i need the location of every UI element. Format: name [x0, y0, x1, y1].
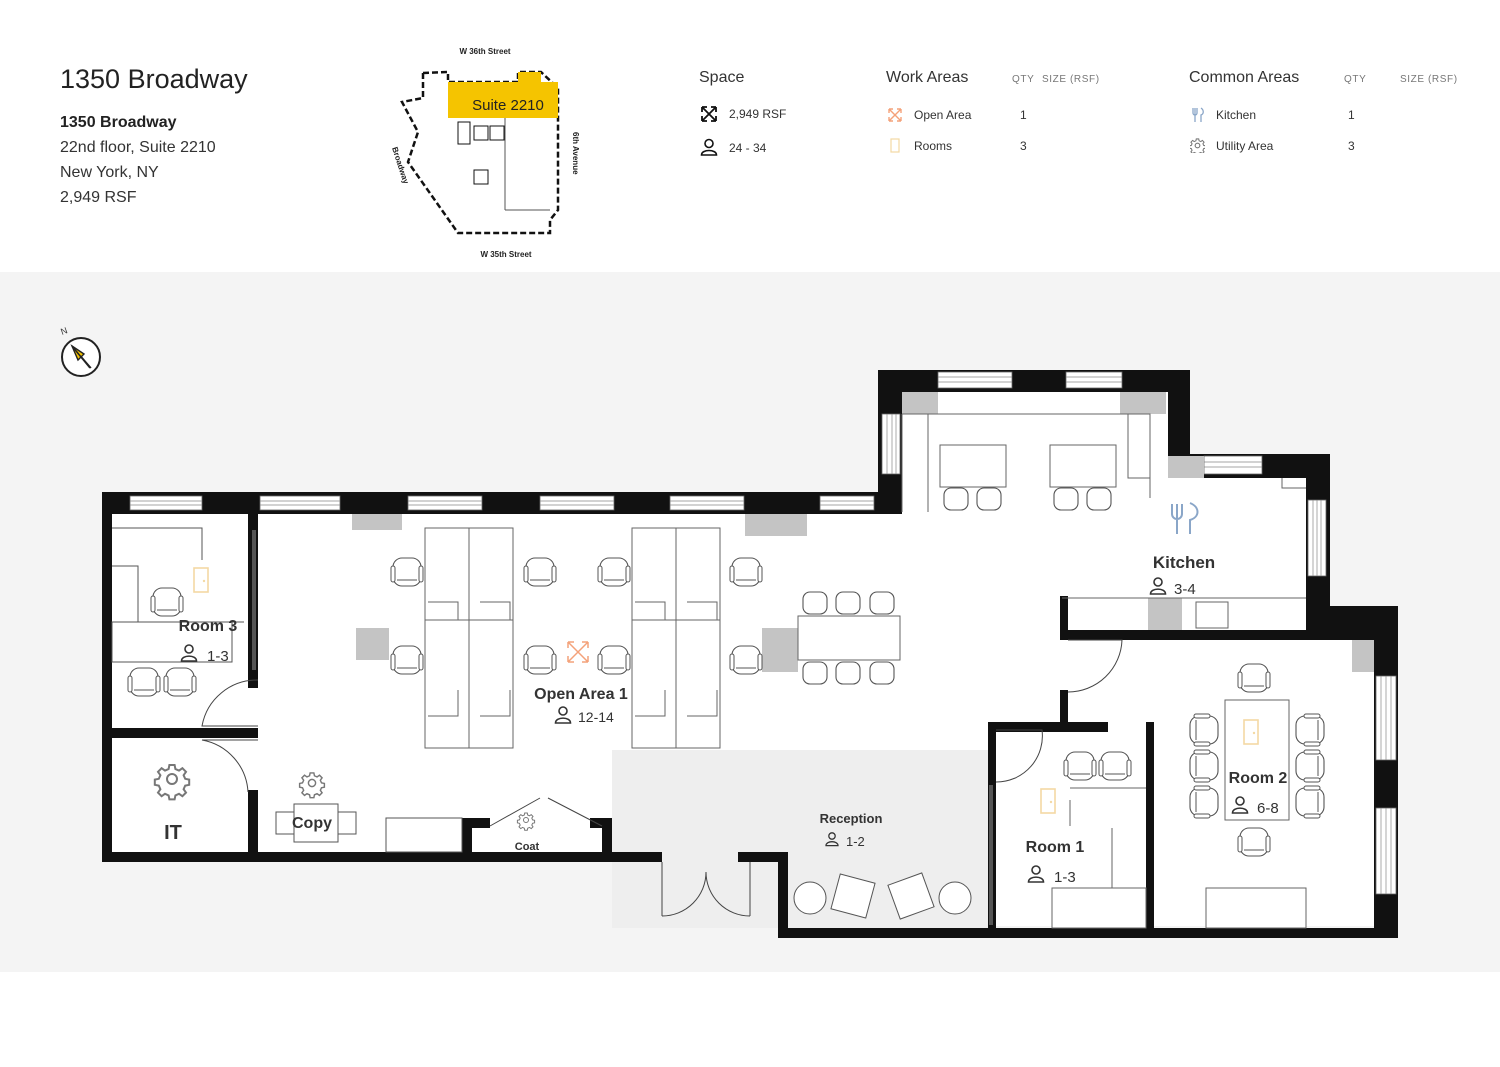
- address-name: 1350 Broadway: [60, 114, 177, 131]
- open-area-icon-plan: [567, 641, 589, 663]
- coat-label: Coat: [515, 841, 540, 853]
- copy-label: Copy: [292, 815, 332, 832]
- common-areas-title: Common Areas: [1189, 69, 1300, 86]
- address-size: 2,949 RSF: [60, 189, 137, 206]
- fork-knife-icon: [1192, 107, 1204, 122]
- south-street-label: W 35th Street: [480, 250, 531, 259]
- core-stair: [457, 121, 471, 145]
- page-title: 1350 Broadway: [60, 64, 248, 94]
- reception-label: Reception: [820, 811, 883, 826]
- room2-capacity: 6-8: [1257, 800, 1279, 817]
- room3-label: Room 3: [179, 618, 238, 635]
- common-kitchen-label: Kitchen: [1216, 108, 1257, 122]
- copy-area-furniture: [275, 803, 463, 853]
- kitchen-fork-knife-icon: [1171, 502, 1199, 534]
- footer-blank: [18, 972, 1500, 1067]
- common-kitchen-qty: 1: [1348, 108, 1355, 122]
- open-area-icon: [888, 108, 902, 122]
- core-elevator-2: [489, 125, 505, 141]
- door-swings: [201, 639, 1123, 917]
- common-utility-label: Utility Area: [1216, 139, 1274, 153]
- room2-label: Room 2: [1229, 770, 1288, 787]
- work-areas-qty-header: QTY: [1012, 74, 1035, 85]
- address-line1: 22nd floor, Suite 2210: [60, 139, 216, 156]
- it-label: IT: [164, 822, 182, 844]
- space-capacity: 24 - 34: [729, 141, 767, 155]
- kitchen-furniture: [901, 413, 1306, 629]
- work-areas-size-header: SIZE (RSF): [1042, 74, 1100, 85]
- common-utility-qty: 3: [1348, 139, 1355, 153]
- kitchen-capacity: 3-4: [1174, 581, 1196, 598]
- gear-icon: [1190, 138, 1205, 153]
- common-areas-size-header: SIZE (RSF): [1400, 74, 1458, 85]
- north-street-label: W 36th Street: [459, 47, 510, 56]
- work-areas-title: Work Areas: [886, 69, 969, 86]
- suite-label: Suite 2210: [472, 97, 544, 114]
- reception-furniture: [793, 872, 972, 920]
- common-areas-qty-header: QTY: [1344, 74, 1367, 85]
- glass-partitions: [252, 530, 993, 925]
- work-area-rooms-qty: 3: [1020, 139, 1027, 153]
- compass-icon: N: [59, 325, 101, 377]
- room3-furniture: [111, 527, 244, 697]
- work-area-open-qty: 1: [1020, 108, 1027, 122]
- core-stair-2: [473, 169, 489, 185]
- suite-highlight-notch: [518, 72, 541, 84]
- open-area-workstations: [390, 527, 901, 749]
- window-lines: [130, 376, 1392, 894]
- room1-capacity: 1-3: [1054, 869, 1076, 886]
- suite-highlight: [448, 82, 558, 118]
- building-key-plan: W 36th Street W 35th Street Broadway 6th…: [390, 47, 580, 259]
- room1-label: Room 1: [1026, 839, 1085, 856]
- reception-capacity: 1-2: [846, 834, 865, 849]
- door-icon: [890, 138, 900, 153]
- room3-capacity: 1-3: [207, 648, 229, 665]
- work-area-rooms-label: Rooms: [914, 139, 953, 153]
- address-line2: New York, NY: [60, 164, 159, 181]
- space-title: Space: [699, 69, 745, 86]
- columns: [352, 392, 1374, 672]
- expand-arrows-icon: [701, 106, 717, 122]
- east-street-label: 6th Avenue: [571, 132, 580, 175]
- work-area-open-label: Open Area: [914, 108, 972, 122]
- person-icon: [700, 138, 718, 156]
- kitchen-label: Kitchen: [1153, 553, 1215, 572]
- address-block: 1350 Broadway 22nd floor, Suite 2210 New…: [60, 110, 216, 210]
- space-size: 2,949 RSF: [729, 107, 787, 121]
- compass-north-label: N: [59, 325, 69, 337]
- core-elevator-1: [473, 125, 489, 141]
- room1-furniture: [1051, 751, 1147, 929]
- open-area-capacity: 12-14: [578, 709, 614, 725]
- open-area-label: Open Area 1: [534, 686, 628, 703]
